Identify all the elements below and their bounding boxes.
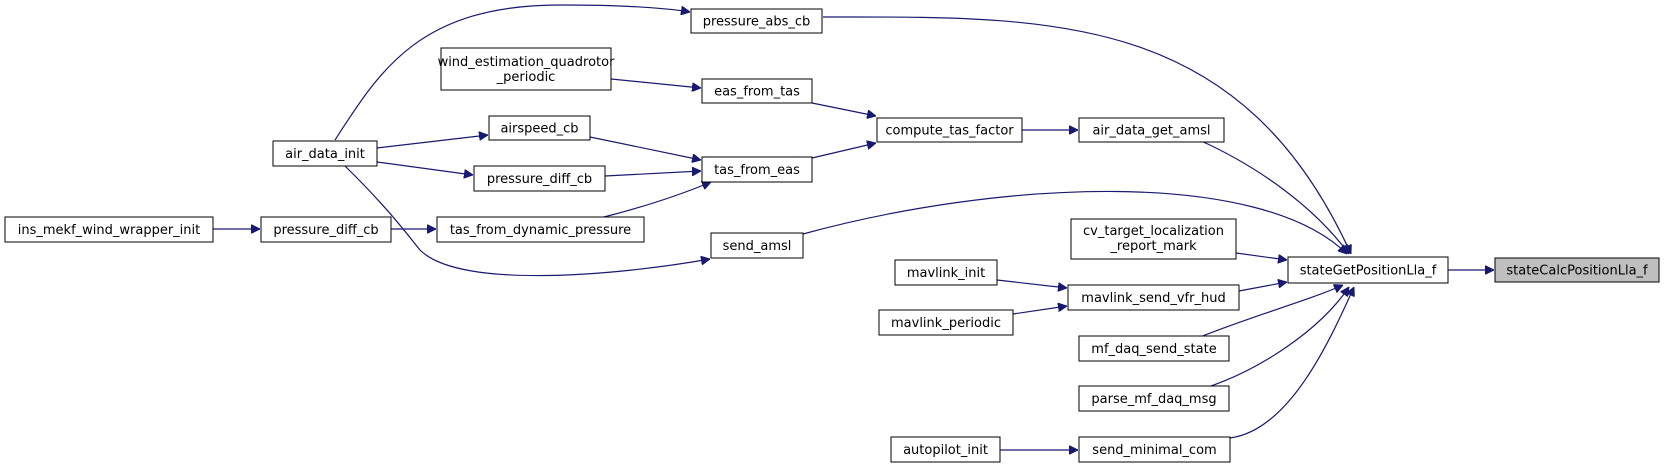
node-label: compute_tas_factor <box>885 124 1014 139</box>
edge-mf_daq_send_state-to-stateGetPositionLla_f <box>1199 285 1343 338</box>
node-cv_target_localization_report_mark[interactable]: cv_target_localization _report_mark <box>1070 218 1237 260</box>
edge-tas_from_dynamic_pressure-to-tas_from_eas <box>599 182 711 219</box>
edge-wind_estimation-to-eas_from_tas <box>610 78 701 88</box>
edge-mavlink_init-to-mavlink_send_vfr_hud <box>996 279 1067 288</box>
node-label: mf_daq_send_state <box>1091 342 1216 357</box>
node-label: parse_mf_daq_msg <box>1091 392 1216 407</box>
node-send_amsl[interactable]: send_amsl <box>710 232 804 259</box>
node-stateGetPositionLla_f[interactable]: stateGetPositionLla_f <box>1287 256 1449 284</box>
node-autopilot_init[interactable]: autopilot_init <box>890 436 1001 463</box>
edge-pressure_abs_cb-to-stateGetPositionLla_f <box>822 16 1351 254</box>
node-label-line-2: _report_mark <box>1109 239 1197 254</box>
edge-air_data_init-to-pressure_diff_cb_a <box>376 161 473 175</box>
node-label: pressure_diff_cb <box>273 223 378 238</box>
node-ins_mekf_wind_wrapper_init[interactable]: ins_mekf_wind_wrapper_init <box>4 216 214 243</box>
node-stateCalcPositionLla_f[interactable]: stateCalcPositionLla_f <box>1494 257 1660 283</box>
edge-pressure_diff_cb_a-to-tas_from_eas <box>604 171 701 177</box>
node-tas_from_dynamic_pressure[interactable]: tas_from_dynamic_pressure <box>436 216 645 243</box>
node-label: mavlink_send_vfr_hud <box>1081 291 1225 306</box>
node-air_data_init[interactable]: air_data_init <box>272 140 378 167</box>
node-label: send_minimal_com <box>1092 443 1216 458</box>
edge-cv_target-to-stateGetPositionLla_f <box>1235 252 1287 260</box>
node-label: pressure_diff_cb <box>487 172 592 187</box>
node-tas_from_eas[interactable]: tas_from_eas <box>701 156 813 183</box>
node-label: eas_from_tas <box>714 85 800 100</box>
node-label: tas_from_dynamic_pressure <box>450 223 631 238</box>
node-label-line-1: wind_estimation_quadrotor <box>438 55 616 70</box>
edges <box>213 4 1494 450</box>
node-label: tas_from_eas <box>714 163 800 178</box>
edge-air_data_init-to-airspeed_cb <box>376 135 488 149</box>
node-mavlink_periodic[interactable]: mavlink_periodic <box>878 309 1014 336</box>
edge-eas_from_tas-to-compute_tas_factor <box>811 102 876 116</box>
edge-air_data_init-to-send_amsl <box>344 165 710 277</box>
node-pressure_diff_cb-lower[interactable]: pressure_diff_cb <box>260 216 392 243</box>
edge-airspeed_cb-to-tas_from_eas <box>589 136 701 160</box>
node-label: mavlink_init <box>907 266 985 281</box>
node-airspeed_cb[interactable]: airspeed_cb <box>488 115 591 141</box>
node-mavlink_send_vfr_hud[interactable]: mavlink_send_vfr_hud <box>1067 284 1240 311</box>
node-send_minimal_com[interactable]: send_minimal_com <box>1078 436 1231 463</box>
node-label: autopilot_init <box>903 443 988 458</box>
node-label: stateCalcPositionLla_f <box>1506 264 1648 279</box>
node-label: mavlink_periodic <box>891 316 1001 331</box>
node-label: air_data_init <box>285 147 365 162</box>
edge-send_amsl-to-stateGetPositionLla_f <box>802 190 1347 254</box>
node-pressure_abs_cb[interactable]: pressure_abs_cb <box>690 8 823 34</box>
edge-air_data_get_amsl-to-stateGetPositionLla_f <box>1198 139 1349 254</box>
node-label: stateGetPositionLla_f <box>1300 264 1437 279</box>
node-mavlink_init[interactable]: mavlink_init <box>894 259 998 286</box>
node-label: pressure_abs_cb <box>703 15 811 30</box>
node-air_data_get_amsl[interactable]: air_data_get_amsl <box>1078 117 1225 143</box>
edge-send_minimal_com-to-stateGetPositionLla_f <box>1229 287 1354 439</box>
node-mf_daq_send_state[interactable]: mf_daq_send_state <box>1078 335 1230 362</box>
node-label: air_data_get_amsl <box>1092 124 1210 139</box>
edge-parse_mf_daq_msg-to-stateGetPositionLla_f <box>1204 287 1349 389</box>
node-compute_tas_factor[interactable]: compute_tas_factor <box>876 117 1023 143</box>
node-label: airspeed_cb <box>500 122 578 137</box>
edge-tas_from_eas-to-compute_tas_factor <box>811 143 876 159</box>
edge-air_data_init-to-pressure_abs_cb <box>334 4 690 141</box>
edge-mavlink_send_vfr_hud-to-stateGetPositionLla_f <box>1238 282 1287 292</box>
node-label: send_amsl <box>723 239 792 254</box>
edge-mavlink_periodic-to-mavlink_send_vfr_hud <box>1012 306 1067 315</box>
node-pressure_diff_cb-upper[interactable]: pressure_diff_cb <box>473 165 606 192</box>
node-label-line-1: cv_target_localization <box>1083 224 1224 239</box>
node-label-line-2: _periodic <box>496 70 556 85</box>
node-wind_estimation_quadrotor_periodic[interactable]: wind_estimation_quadrotor _periodic <box>438 47 616 91</box>
node-eas_from_tas[interactable]: eas_from_tas <box>701 78 813 104</box>
node-parse_mf_daq_msg[interactable]: parse_mf_daq_msg <box>1078 385 1230 412</box>
node-label: ins_mekf_wind_wrapper_init <box>18 223 200 238</box>
